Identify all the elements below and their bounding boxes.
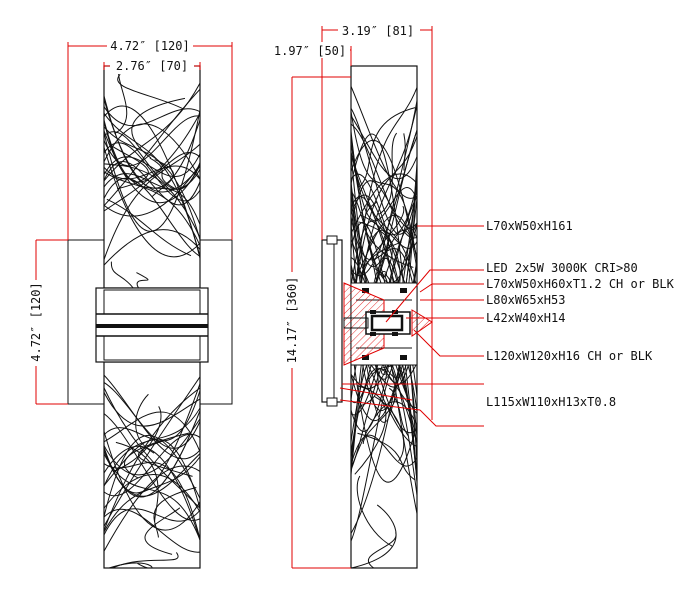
- side-view: [321, 65, 433, 569]
- dim-depth-total: 3.19″ [81]: [342, 24, 414, 38]
- callout-shade: L70xW50xH161: [486, 219, 573, 233]
- dim-plate-height: 4.72″ [120]: [29, 282, 43, 361]
- callout-housing: L70xW50xH60xT1.2 CH or BLK: [486, 277, 675, 291]
- callout-led: LED 2x5W 3000K CRI>80: [486, 261, 638, 275]
- heatsink-section: [343, 282, 385, 366]
- dim-depth-plate: 1.97″ [50]: [274, 44, 346, 58]
- dim-inner-width: 2.76″ [70]: [116, 59, 188, 73]
- callout-labels: L70xW50xH161 LED 2x5W 3000K CRI>80 L70xW…: [486, 219, 675, 409]
- callout-lens: L42xW40xH14: [486, 311, 565, 325]
- callout-mounting-plate: L115xW110xH13xT0.8: [486, 395, 616, 409]
- center-band-bottom: [103, 335, 201, 361]
- callout-leaders: [342, 225, 484, 427]
- callout-backplate: L120xW120xH16 CH or BLK: [486, 349, 653, 363]
- dim-overall-width: 4.72″ [120]: [110, 39, 189, 53]
- shade-pattern-upper: [104, 66, 200, 288]
- led-module: [365, 311, 411, 335]
- callout-heatsink: L80xW65xH53: [486, 293, 565, 307]
- lens-section: [411, 309, 433, 337]
- center-band-top: [103, 289, 201, 315]
- bottom-screw: [326, 397, 338, 407]
- front-dimensions: 4.72″ [120] 2.76″ [70] 4.72″ [120]: [28, 37, 233, 405]
- side-dimensions: 3.19″ [81] 1.97″ [50] 14.17″ [360]: [270, 22, 433, 569]
- shade-pattern-lower: [104, 374, 200, 568]
- top-screw: [326, 235, 338, 245]
- side-shade-pattern: [351, 84, 417, 568]
- side-wall-plate: [321, 239, 343, 403]
- dim-height-total: 14.17″ [360]: [285, 277, 299, 364]
- front-view: [67, 65, 233, 569]
